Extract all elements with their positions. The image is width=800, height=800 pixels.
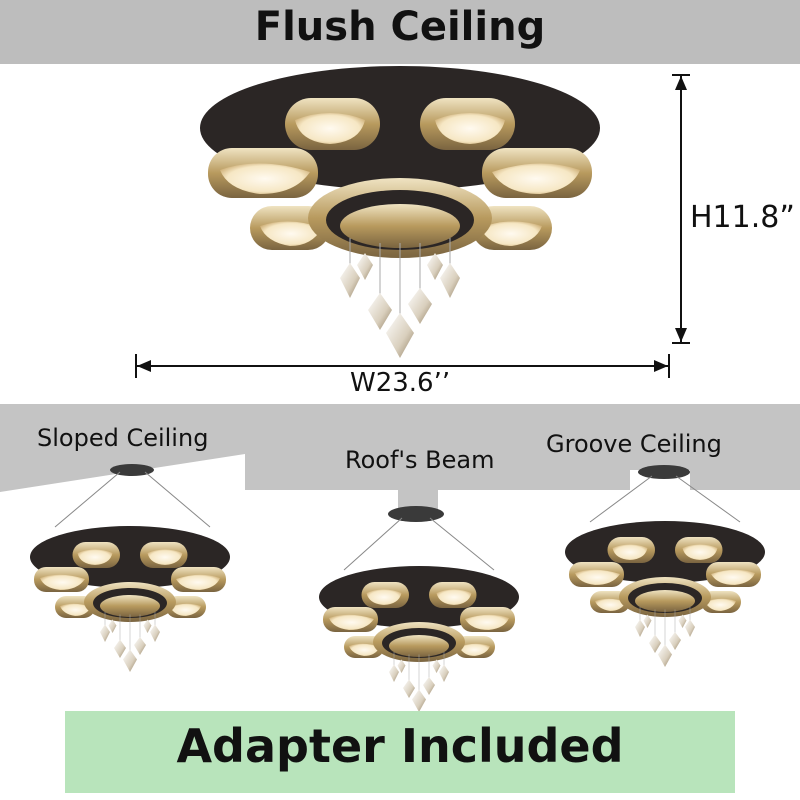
roofs-beam-label: Roof's Beam	[345, 446, 495, 474]
height-dimension-line	[672, 74, 690, 344]
adapter-included-label: Adapter Included	[176, 719, 624, 773]
groove-ceiling-chandelier	[564, 465, 766, 668]
main-chandelier-image	[199, 65, 601, 358]
adapter-banner: Adapter Included	[65, 711, 735, 793]
height-label: H11.8”	[690, 200, 795, 235]
roofs-beam-chandelier	[318, 506, 520, 712]
groove-ceiling-label: Groove Ceiling	[546, 430, 722, 458]
page-title: Flush Ceiling	[254, 4, 546, 50]
title-banner: Flush Ceiling	[0, 0, 800, 64]
sloped-ceiling-chandelier	[29, 464, 231, 672]
width-label: W23.6’’	[350, 368, 451, 398]
ceiling-profile	[0, 404, 800, 510]
width-dimension-line	[135, 354, 670, 378]
sloped-ceiling-label: Sloped Ceiling	[37, 424, 209, 452]
